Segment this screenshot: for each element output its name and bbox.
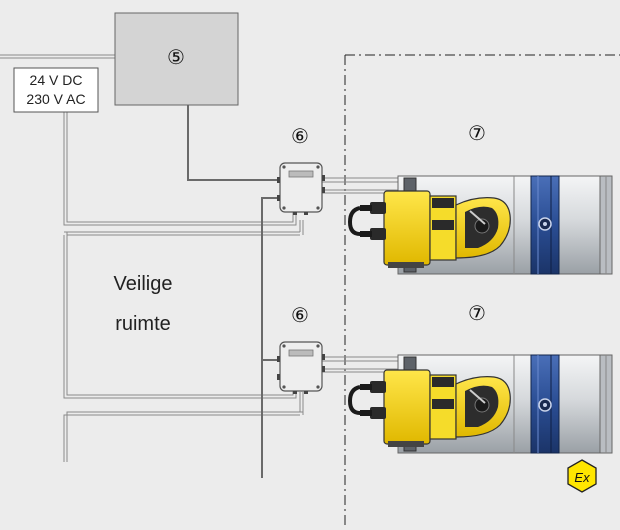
junction-box-top (277, 162, 325, 215)
supply-voltage-dc: 24 V DC (30, 72, 83, 88)
ex-hexagon-icon: Ex (567, 459, 597, 493)
actuator-top-marker: ⑦ (468, 123, 486, 145)
junction-bottom-marker: ⑥ (291, 305, 309, 327)
cable-bundles (0, 54, 304, 462)
junction-box-bottom (277, 341, 325, 394)
controller-box: ⑤ (114, 12, 239, 106)
supply-voltage-ac: 230 V AC (26, 91, 85, 107)
signal-cables (187, 105, 280, 478)
safe-zone-label-line2: ruimte (115, 313, 171, 335)
junction-top-marker: ⑥ (291, 126, 309, 148)
damper-actuator-top (347, 175, 613, 275)
controller-marker: ⑤ (167, 47, 185, 69)
damper-actuator-bottom (347, 354, 613, 454)
actuator-bottom-marker: ⑦ (468, 303, 486, 325)
safe-zone-label-line1: Veilige (114, 273, 173, 295)
power-supply-label: 24 V DC 230 V AC (13, 67, 99, 113)
ex-symbol-text: Ex (574, 470, 590, 485)
